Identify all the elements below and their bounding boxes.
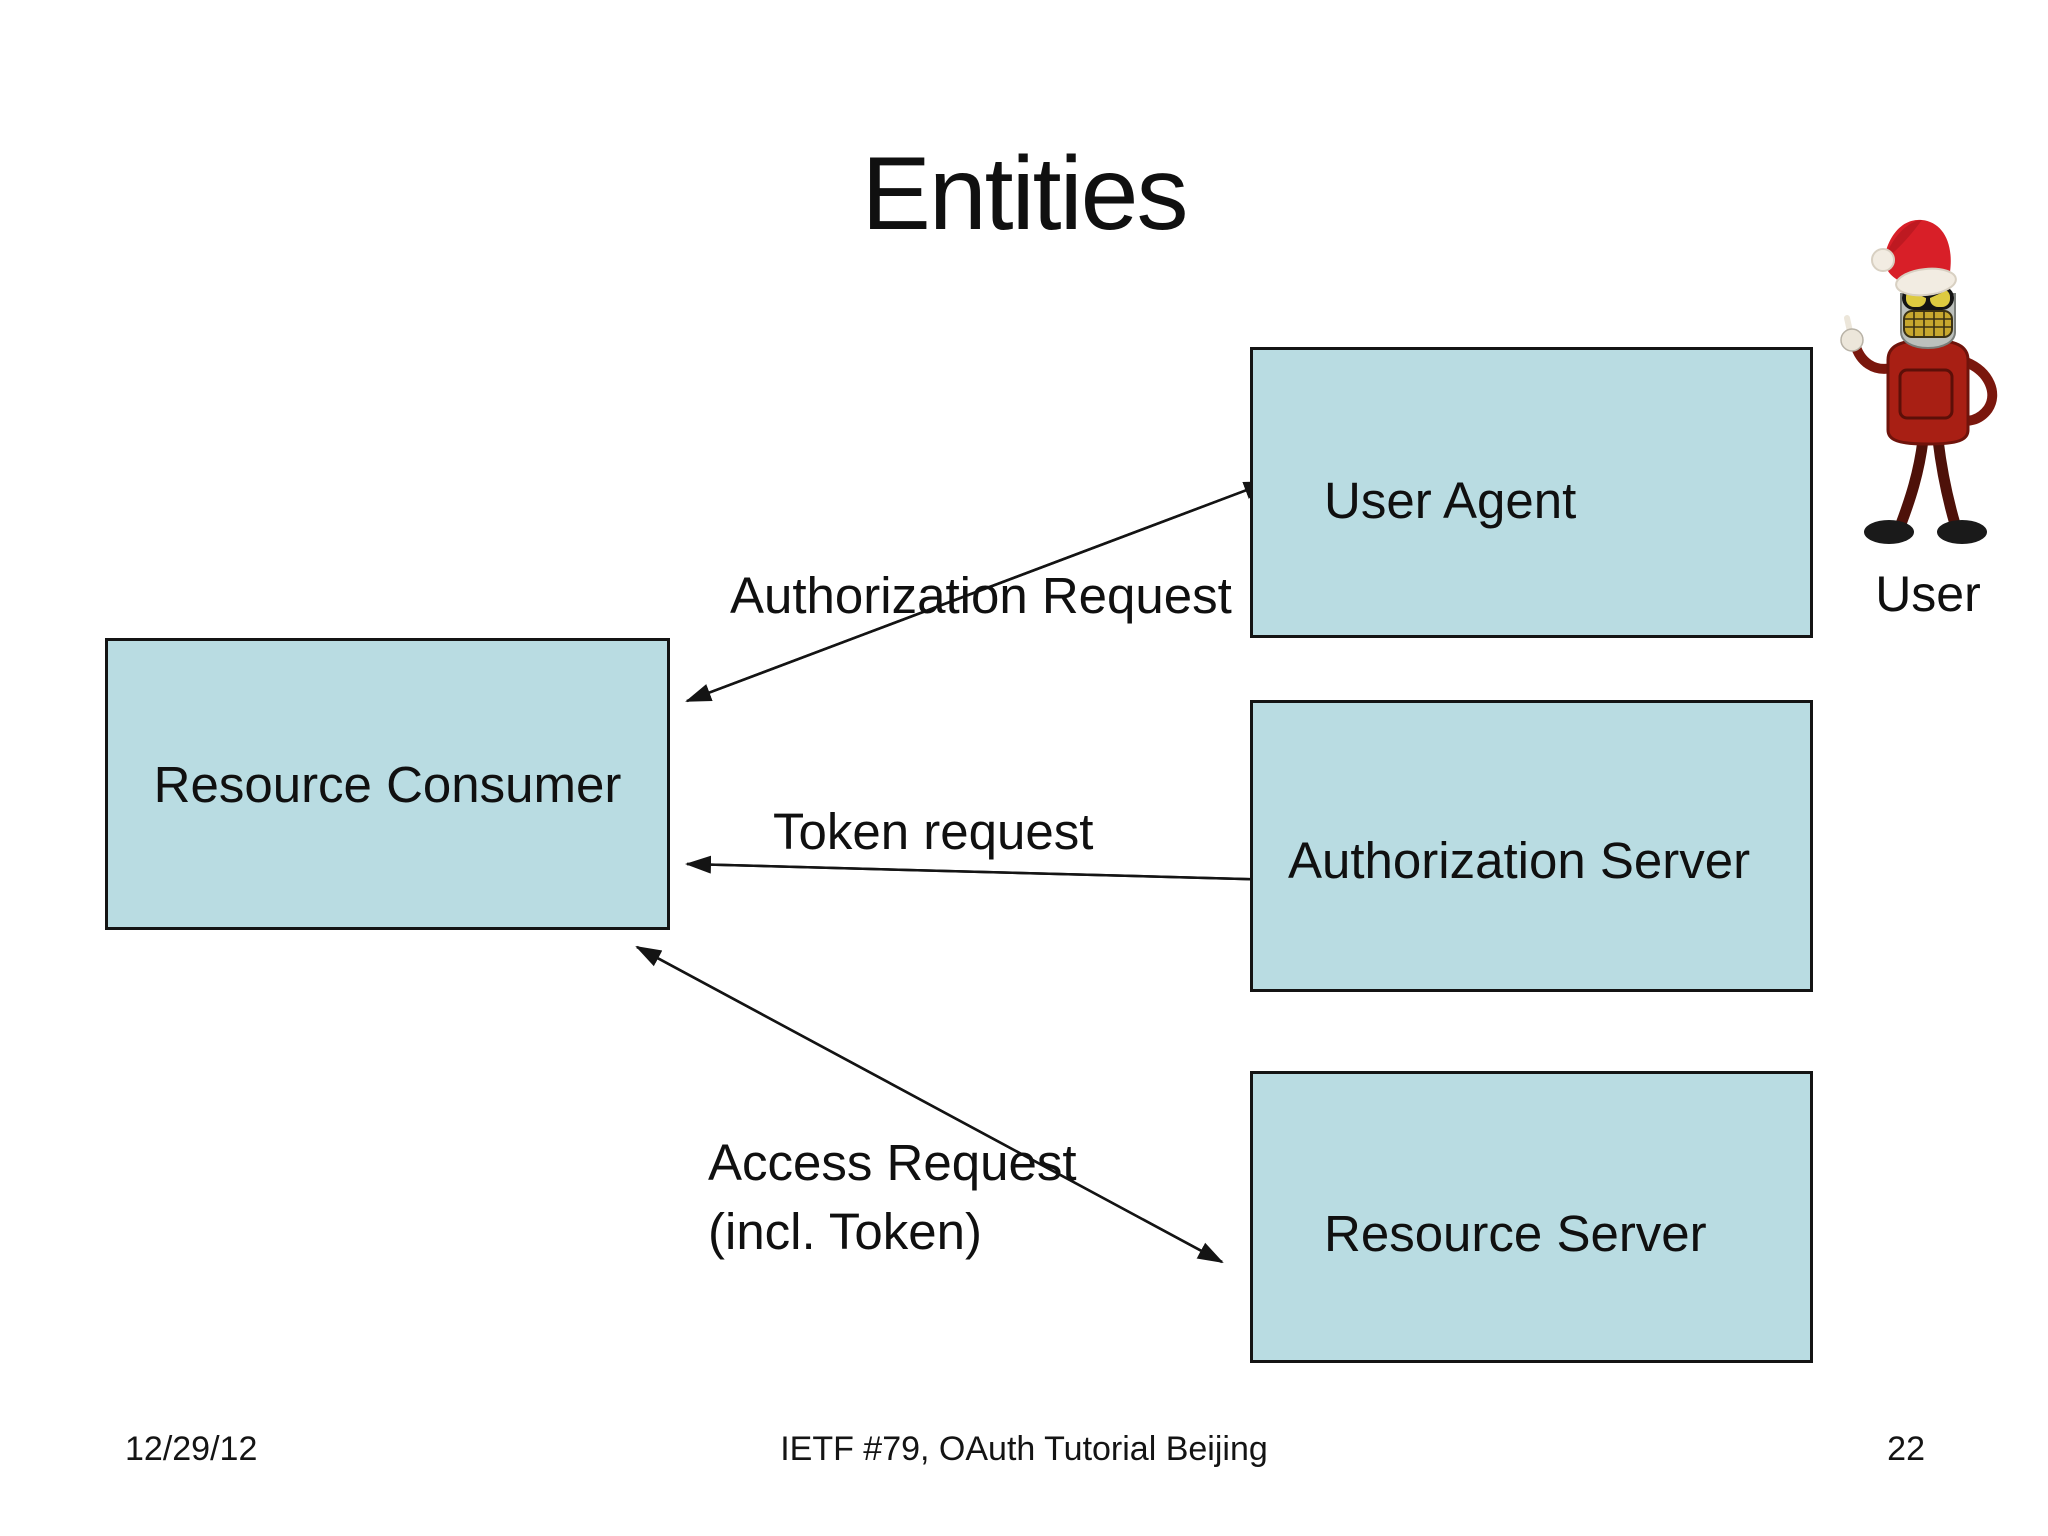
entity-box-user-agent: User Agent [1250,347,1813,638]
arrow-label-authorization-request: Authorization Request [730,567,1232,624]
arrow-label-access-request: Access Request (incl. Token) [708,1128,1077,1267]
arrow-label-token-request: Token request [773,803,1094,860]
slide-title: Entities [861,136,1188,252]
user-figure-label: User [1875,566,1981,622]
bender-santa-robot-icon [1840,219,1998,544]
entity-box-resource-server: Resource Server [1250,1071,1813,1363]
arrow-authorization-request [685,480,1270,703]
arrow-access-request [635,945,1224,1264]
entity-label-user-agent: User Agent [1324,472,1577,529]
entity-label-authorization-server: Authorization Server [1288,831,1751,889]
arrow-token-request [685,855,1283,889]
footer-date: 12/29/12 [125,1430,258,1468]
entity-box-resource-consumer: Resource Consumer [105,638,670,930]
entity-label-resource-consumer: Resource Consumer [153,755,622,813]
user-figure: User [1838,198,2018,623]
arrow-label-access-request-line2: (incl. Token) [708,1203,983,1261]
slide-footer: 12/29/12 IETF #79, OAuth Tutorial Beijin… [0,1430,2048,1469]
entity-label-resource-server: Resource Server [1324,1204,1707,1262]
arrow-label-access-request-line1: Access Request [708,1134,1077,1191]
entity-box-authorization-server: Authorization Server [1250,700,1813,992]
footer-page-number: 22 [1887,1430,1925,1468]
footer-center-text: IETF #79, OAuth Tutorial Beijing [780,1430,1268,1468]
